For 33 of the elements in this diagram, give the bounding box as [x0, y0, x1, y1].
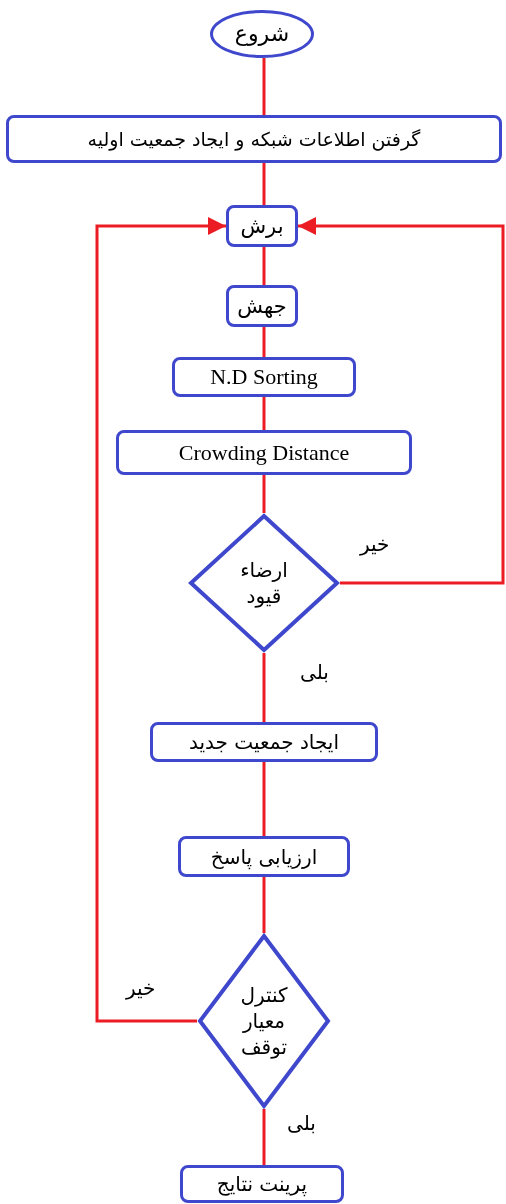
process-box [178, 836, 350, 877]
process-box [226, 285, 298, 327]
connector-line [262, 163, 266, 205]
arrow [298, 217, 505, 585]
process-box [180, 1165, 344, 1203]
connector-line [262, 653, 266, 722]
process-box [6, 115, 502, 163]
connector-line [262, 762, 266, 836]
arrow [95, 217, 226, 1023]
connector-line [262, 58, 266, 115]
step-text: ایجاد جمعیت جدید [189, 732, 339, 752]
connector-line [262, 475, 266, 513]
process-box [150, 722, 378, 762]
edge-label: بلی [298, 662, 331, 682]
process-box [172, 357, 356, 397]
decision-text: کنترل معیار توقف [239, 982, 289, 1060]
connector-line [262, 327, 266, 357]
connector-line [262, 397, 266, 430]
step-text: شروع [234, 23, 290, 45]
step-text: Crowding Distance [178, 441, 350, 464]
decision-diamond [197, 933, 331, 1109]
decision-text: ارضاء قیود [239, 557, 289, 609]
edge-label: بلی [285, 1113, 318, 1133]
step-text: N.D Sorting [210, 366, 318, 388]
process-box [116, 430, 412, 475]
decision-diamond [188, 513, 340, 653]
step-text: جهش [237, 295, 287, 317]
process-box [226, 205, 298, 247]
step-text: برش [240, 215, 284, 237]
connector-line [262, 247, 266, 285]
connector-line [262, 877, 266, 933]
step-text: گرفتن اطلاعات شبکه و ایجاد جمعیت اولیه [87, 129, 421, 149]
connector-line [262, 1109, 266, 1165]
